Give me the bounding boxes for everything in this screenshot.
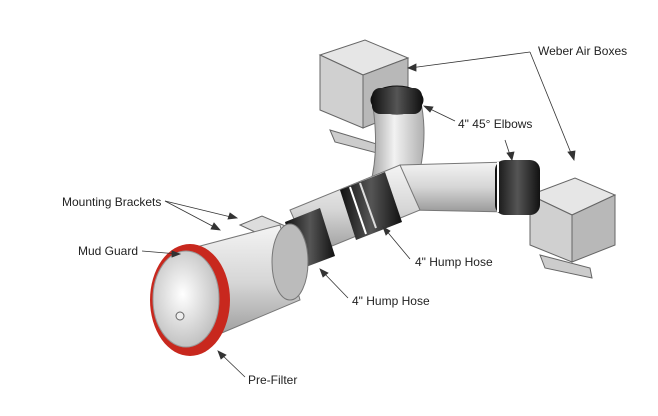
label-mud-guard: Mud Guard xyxy=(78,244,139,258)
label-mounting-brackets: Mounting Brackets xyxy=(62,195,162,209)
branch-right xyxy=(399,160,540,215)
air-box-right xyxy=(528,177,617,279)
label-hump-hose-lower: 4" Hump Hose xyxy=(352,294,430,308)
label-air-boxes: Weber Air Boxes xyxy=(538,44,628,58)
hump-hose-upper xyxy=(340,172,402,240)
label-elbows: 4" 45° Elbows xyxy=(458,117,533,131)
filter-assembly xyxy=(150,215,309,356)
leader-lines xyxy=(141,51,576,378)
label-hump-hose-upper: 4" Hump Hose xyxy=(415,255,493,269)
label-pre-filter: Pre-Filter xyxy=(248,373,298,387)
